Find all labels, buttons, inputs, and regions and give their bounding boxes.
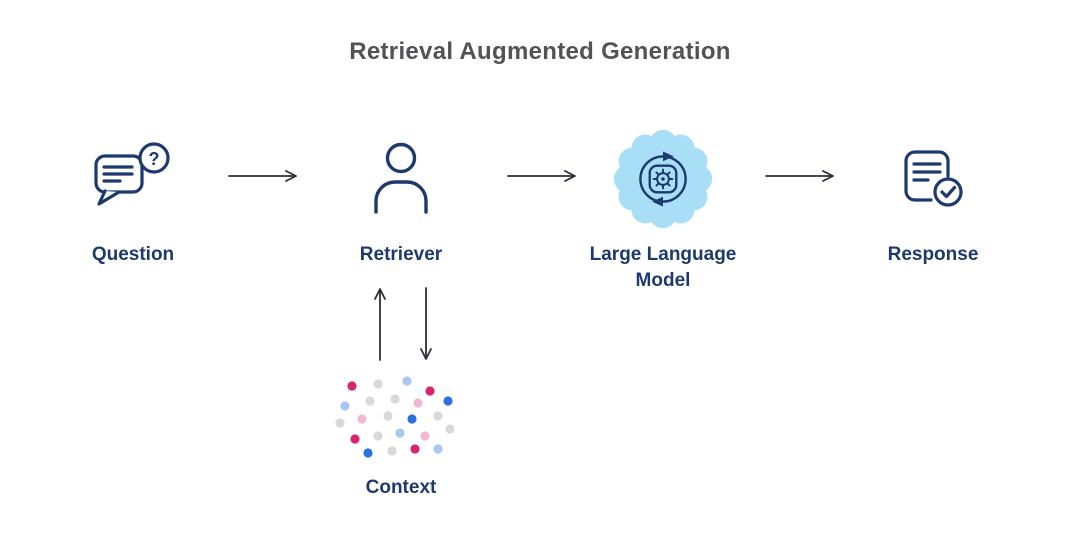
question-bubble-icon: ? (94, 142, 170, 206)
gear-cycle-icon (639, 155, 687, 203)
arrow-context-to-retriever (374, 288, 386, 361)
diagram-title: Retrieval Augmented Generation (349, 38, 731, 65)
document-check-icon (904, 150, 963, 207)
question-mark-glyph: ? (149, 149, 160, 169)
person-icon (374, 142, 428, 214)
context-dots-icon (335, 376, 455, 458)
response-label: Response (887, 244, 979, 265)
llm-starburst-icon (613, 129, 713, 229)
question-label: Question (91, 244, 175, 265)
retriever-icon-box (371, 118, 431, 240)
response-icon-box (900, 118, 966, 240)
llm-label: Large Language Model (589, 244, 737, 291)
llm-icon-box (604, 118, 722, 240)
cycle-arrowhead-top (663, 151, 674, 162)
arrow-question-to-retriever (228, 170, 297, 182)
cycle-arrowhead-bottom (652, 196, 663, 207)
node-llm: Large Language Model (568, 118, 758, 293)
arrow-llm-to-response (765, 170, 834, 182)
context-label: Context (365, 477, 437, 498)
node-response: Response (853, 118, 1013, 268)
node-retriever: Retriever (321, 118, 481, 268)
arrow-retriever-to-llm (507, 170, 576, 182)
question-icon-box: ? (91, 118, 175, 240)
node-question: ? Question (53, 118, 213, 268)
retriever-label: Retriever (359, 244, 443, 265)
arrow-retriever-to-context (420, 287, 432, 360)
